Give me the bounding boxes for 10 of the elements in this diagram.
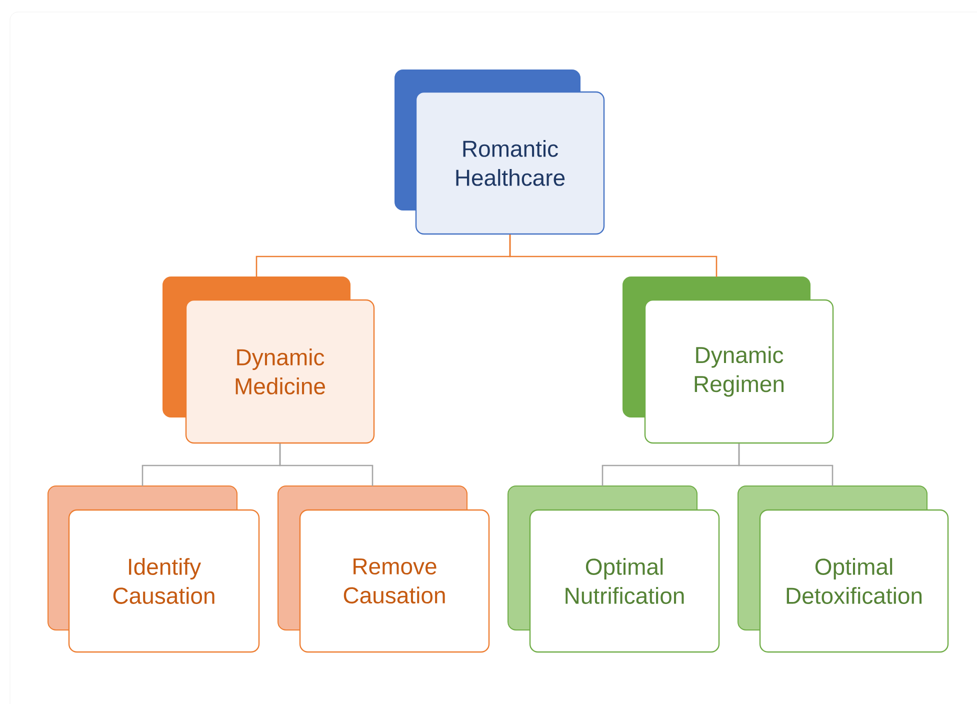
connector-line: [279, 444, 374, 486]
stacked-box: Remove Causation: [278, 486, 490, 653]
connector-line: [509, 234, 718, 277]
stacked-box: Dynamic Medicine: [162, 276, 375, 444]
stacked-box: Optimal Detoxification: [738, 486, 949, 653]
connector-line: [738, 444, 834, 486]
stacked-box: Optimal Nutrification: [508, 486, 720, 653]
stacked-box: Romantic Healthcare: [394, 70, 605, 235]
stacked-box: Dynamic Regimen: [622, 276, 834, 444]
stacked-box: Identify Causation: [48, 486, 260, 653]
